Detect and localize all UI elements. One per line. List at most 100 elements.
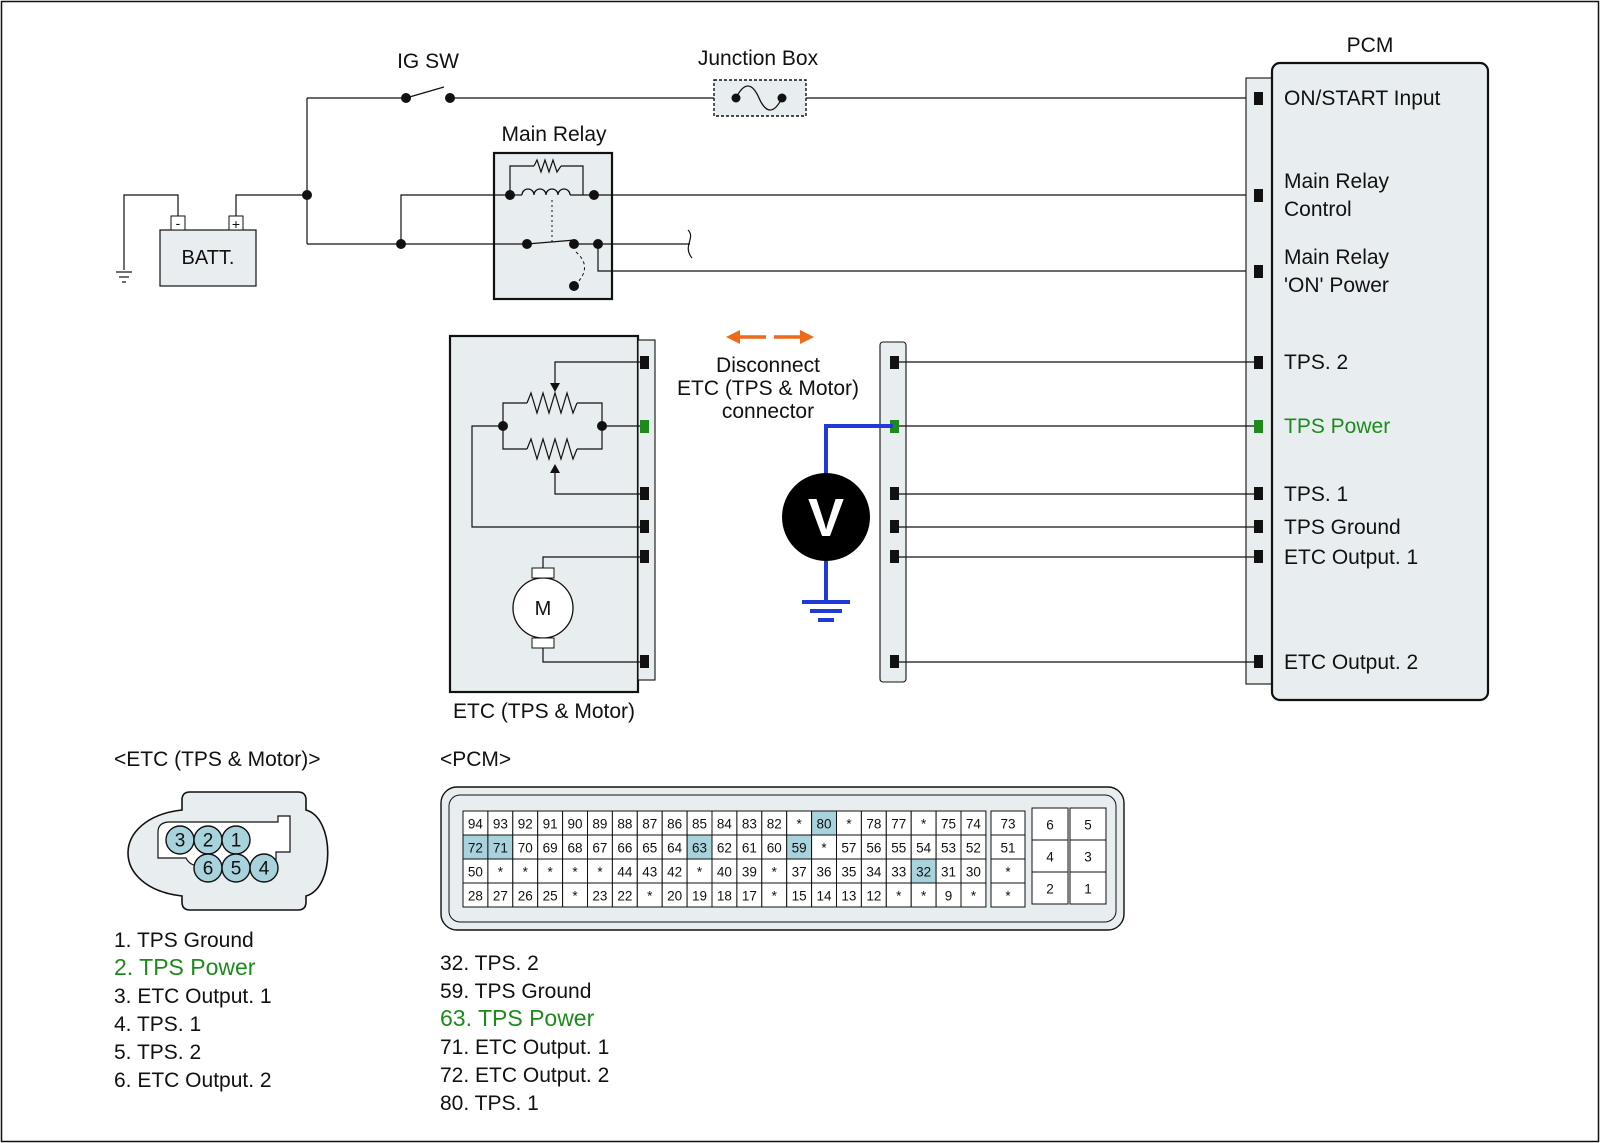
pcm-pin-number: 44 bbox=[617, 865, 633, 880]
pcm-pin-number: 53 bbox=[941, 841, 956, 856]
battery-neg-label: - bbox=[176, 215, 181, 231]
pcm-pin-cell bbox=[562, 882, 588, 908]
pcm-pin-number: * bbox=[921, 889, 927, 904]
pcm-pin-number: 74 bbox=[966, 817, 982, 832]
pcm-pin-number: * bbox=[1005, 865, 1011, 880]
pcm-pin-cell bbox=[786, 834, 813, 860]
pcm-pin-cell bbox=[462, 834, 489, 860]
pcm-pin-number: 60 bbox=[767, 841, 782, 856]
pcm-pin-number: 59 bbox=[792, 841, 807, 856]
pcm-pin-number: * bbox=[523, 865, 529, 880]
pcm-pin-number: 3 bbox=[1084, 850, 1092, 865]
pcm-pin-number: * bbox=[1005, 889, 1011, 904]
pcm-pin-cell bbox=[512, 834, 539, 860]
pcm-pin-cell bbox=[860, 810, 887, 836]
pcm-pin-cell bbox=[990, 810, 1026, 836]
etc-legend-item: 1. TPS Ground bbox=[114, 929, 254, 952]
motor-icon: M bbox=[512, 567, 574, 649]
pcm-pin-number: 70 bbox=[518, 841, 533, 856]
pcm-pin-label: Main Relay bbox=[1284, 246, 1390, 269]
pcm-pin-cell bbox=[1031, 871, 1069, 905]
etc-pin bbox=[249, 853, 279, 883]
pcm-pin-number: 33 bbox=[891, 865, 906, 880]
ig-sw-label: IG SW bbox=[397, 50, 459, 73]
junction-box-label: Junction Box bbox=[698, 47, 819, 70]
pcm-pin-number: 83 bbox=[742, 817, 757, 832]
pcm-connector-title: <PCM> bbox=[440, 748, 511, 771]
pcm-legend-item: 72. ETC Output. 2 bbox=[440, 1064, 609, 1087]
pcm-pin-cell bbox=[811, 858, 837, 884]
pcm-pin-number: 34 bbox=[866, 865, 882, 880]
pcm-pin-cell bbox=[661, 834, 688, 860]
pcm-pin-number: 75 bbox=[941, 817, 956, 832]
pcm-pin-cell bbox=[885, 882, 912, 908]
pcm-pin-label: TPS. 2 bbox=[1284, 351, 1348, 374]
pcm-pin-label: ON/START Input bbox=[1284, 87, 1441, 110]
pcm-pin-cell bbox=[910, 810, 937, 836]
pcm-title: PCM bbox=[1347, 34, 1394, 57]
pcm-pin-number: 93 bbox=[493, 817, 508, 832]
pcm-pin-cell bbox=[960, 882, 987, 908]
pcm-pin-number: 69 bbox=[543, 841, 558, 856]
pcm-pin-number: 40 bbox=[717, 865, 732, 880]
pcm-pin-cell bbox=[611, 834, 638, 860]
etc-connector-title: <ETC (TPS & Motor)> bbox=[114, 748, 321, 771]
pcm-pin-number: * bbox=[572, 889, 578, 904]
pcm-pin-number: 87 bbox=[642, 817, 657, 832]
etc-legend-item: 3. ETC Output. 1 bbox=[114, 985, 272, 1008]
switch-icon bbox=[401, 86, 455, 103]
pcm-legend-item: 71. ETC Output. 1 bbox=[440, 1036, 609, 1059]
pcm-pin-number: 1 bbox=[1084, 882, 1092, 897]
pcm-pin-cell bbox=[636, 882, 663, 908]
pcm-pin-cell bbox=[1031, 839, 1069, 873]
pcm-pin-cell bbox=[811, 882, 837, 908]
pcm-pin-cell bbox=[811, 834, 837, 860]
pcm-pin-cell bbox=[537, 858, 564, 884]
pcm-pin-number: 26 bbox=[518, 889, 533, 904]
ground-icon bbox=[116, 271, 132, 283]
pcm-block bbox=[1270, 61, 1490, 702]
pcm-pin-number: 63 bbox=[692, 841, 707, 856]
pcm-pin-number: 84 bbox=[717, 817, 733, 832]
pcm-pin-number: * bbox=[772, 865, 778, 880]
pcm-pin-number: 17 bbox=[742, 889, 757, 904]
pcm-pin-number: 56 bbox=[866, 841, 881, 856]
pcm-pin-cell bbox=[935, 810, 962, 836]
pcm-pin-cell bbox=[686, 882, 713, 908]
pcm-pin-number: 82 bbox=[767, 817, 782, 832]
relay-on-power-wire bbox=[597, 244, 1258, 272]
etc-pin-number: 2 bbox=[203, 831, 214, 852]
pcm-connector-strip bbox=[1245, 77, 1275, 685]
etc-legend-item: 4. TPS. 1 bbox=[114, 1013, 201, 1036]
disconnect-arrows-icon bbox=[726, 330, 814, 344]
pcm-pin-cell bbox=[960, 834, 987, 860]
pcm-pin-label: TPS. 1 bbox=[1284, 483, 1348, 506]
pcm-pin-cell bbox=[661, 882, 688, 908]
motor-label: M bbox=[535, 598, 552, 620]
pcm-pin-number: 73 bbox=[1000, 817, 1015, 832]
battery-label: BATT. bbox=[182, 247, 235, 269]
pcm-pin-number: 35 bbox=[841, 865, 856, 880]
pcm-pin-cell bbox=[587, 858, 613, 884]
battery-positive-wire bbox=[235, 194, 307, 216]
disconnect-note-line1: Disconnect bbox=[716, 354, 820, 377]
pcm-pin-number: 20 bbox=[667, 889, 682, 904]
pcm-pin-number: 37 bbox=[792, 865, 807, 880]
pcm-pin-number: 72 bbox=[468, 841, 483, 856]
pcm-pin-number: 32 bbox=[916, 865, 931, 880]
pcm-pin-number: * bbox=[772, 889, 778, 904]
etc-pin-number: 6 bbox=[203, 859, 214, 880]
meter-probe-wire bbox=[824, 424, 893, 476]
pcm-pin-cell bbox=[935, 834, 962, 860]
pcm-pin-label: ETC Output. 2 bbox=[1284, 651, 1418, 674]
pcm-legend-item: 63. TPS Power bbox=[440, 1005, 595, 1031]
pcm-pin-number: 31 bbox=[941, 865, 956, 880]
pcm-pin-cell bbox=[587, 810, 613, 836]
pcm-pin-number: 92 bbox=[518, 817, 533, 832]
pcm-pin-cell bbox=[736, 834, 763, 860]
pcm-pin-number: 85 bbox=[692, 817, 707, 832]
pcm-pin-label: Main Relay bbox=[1284, 170, 1390, 193]
